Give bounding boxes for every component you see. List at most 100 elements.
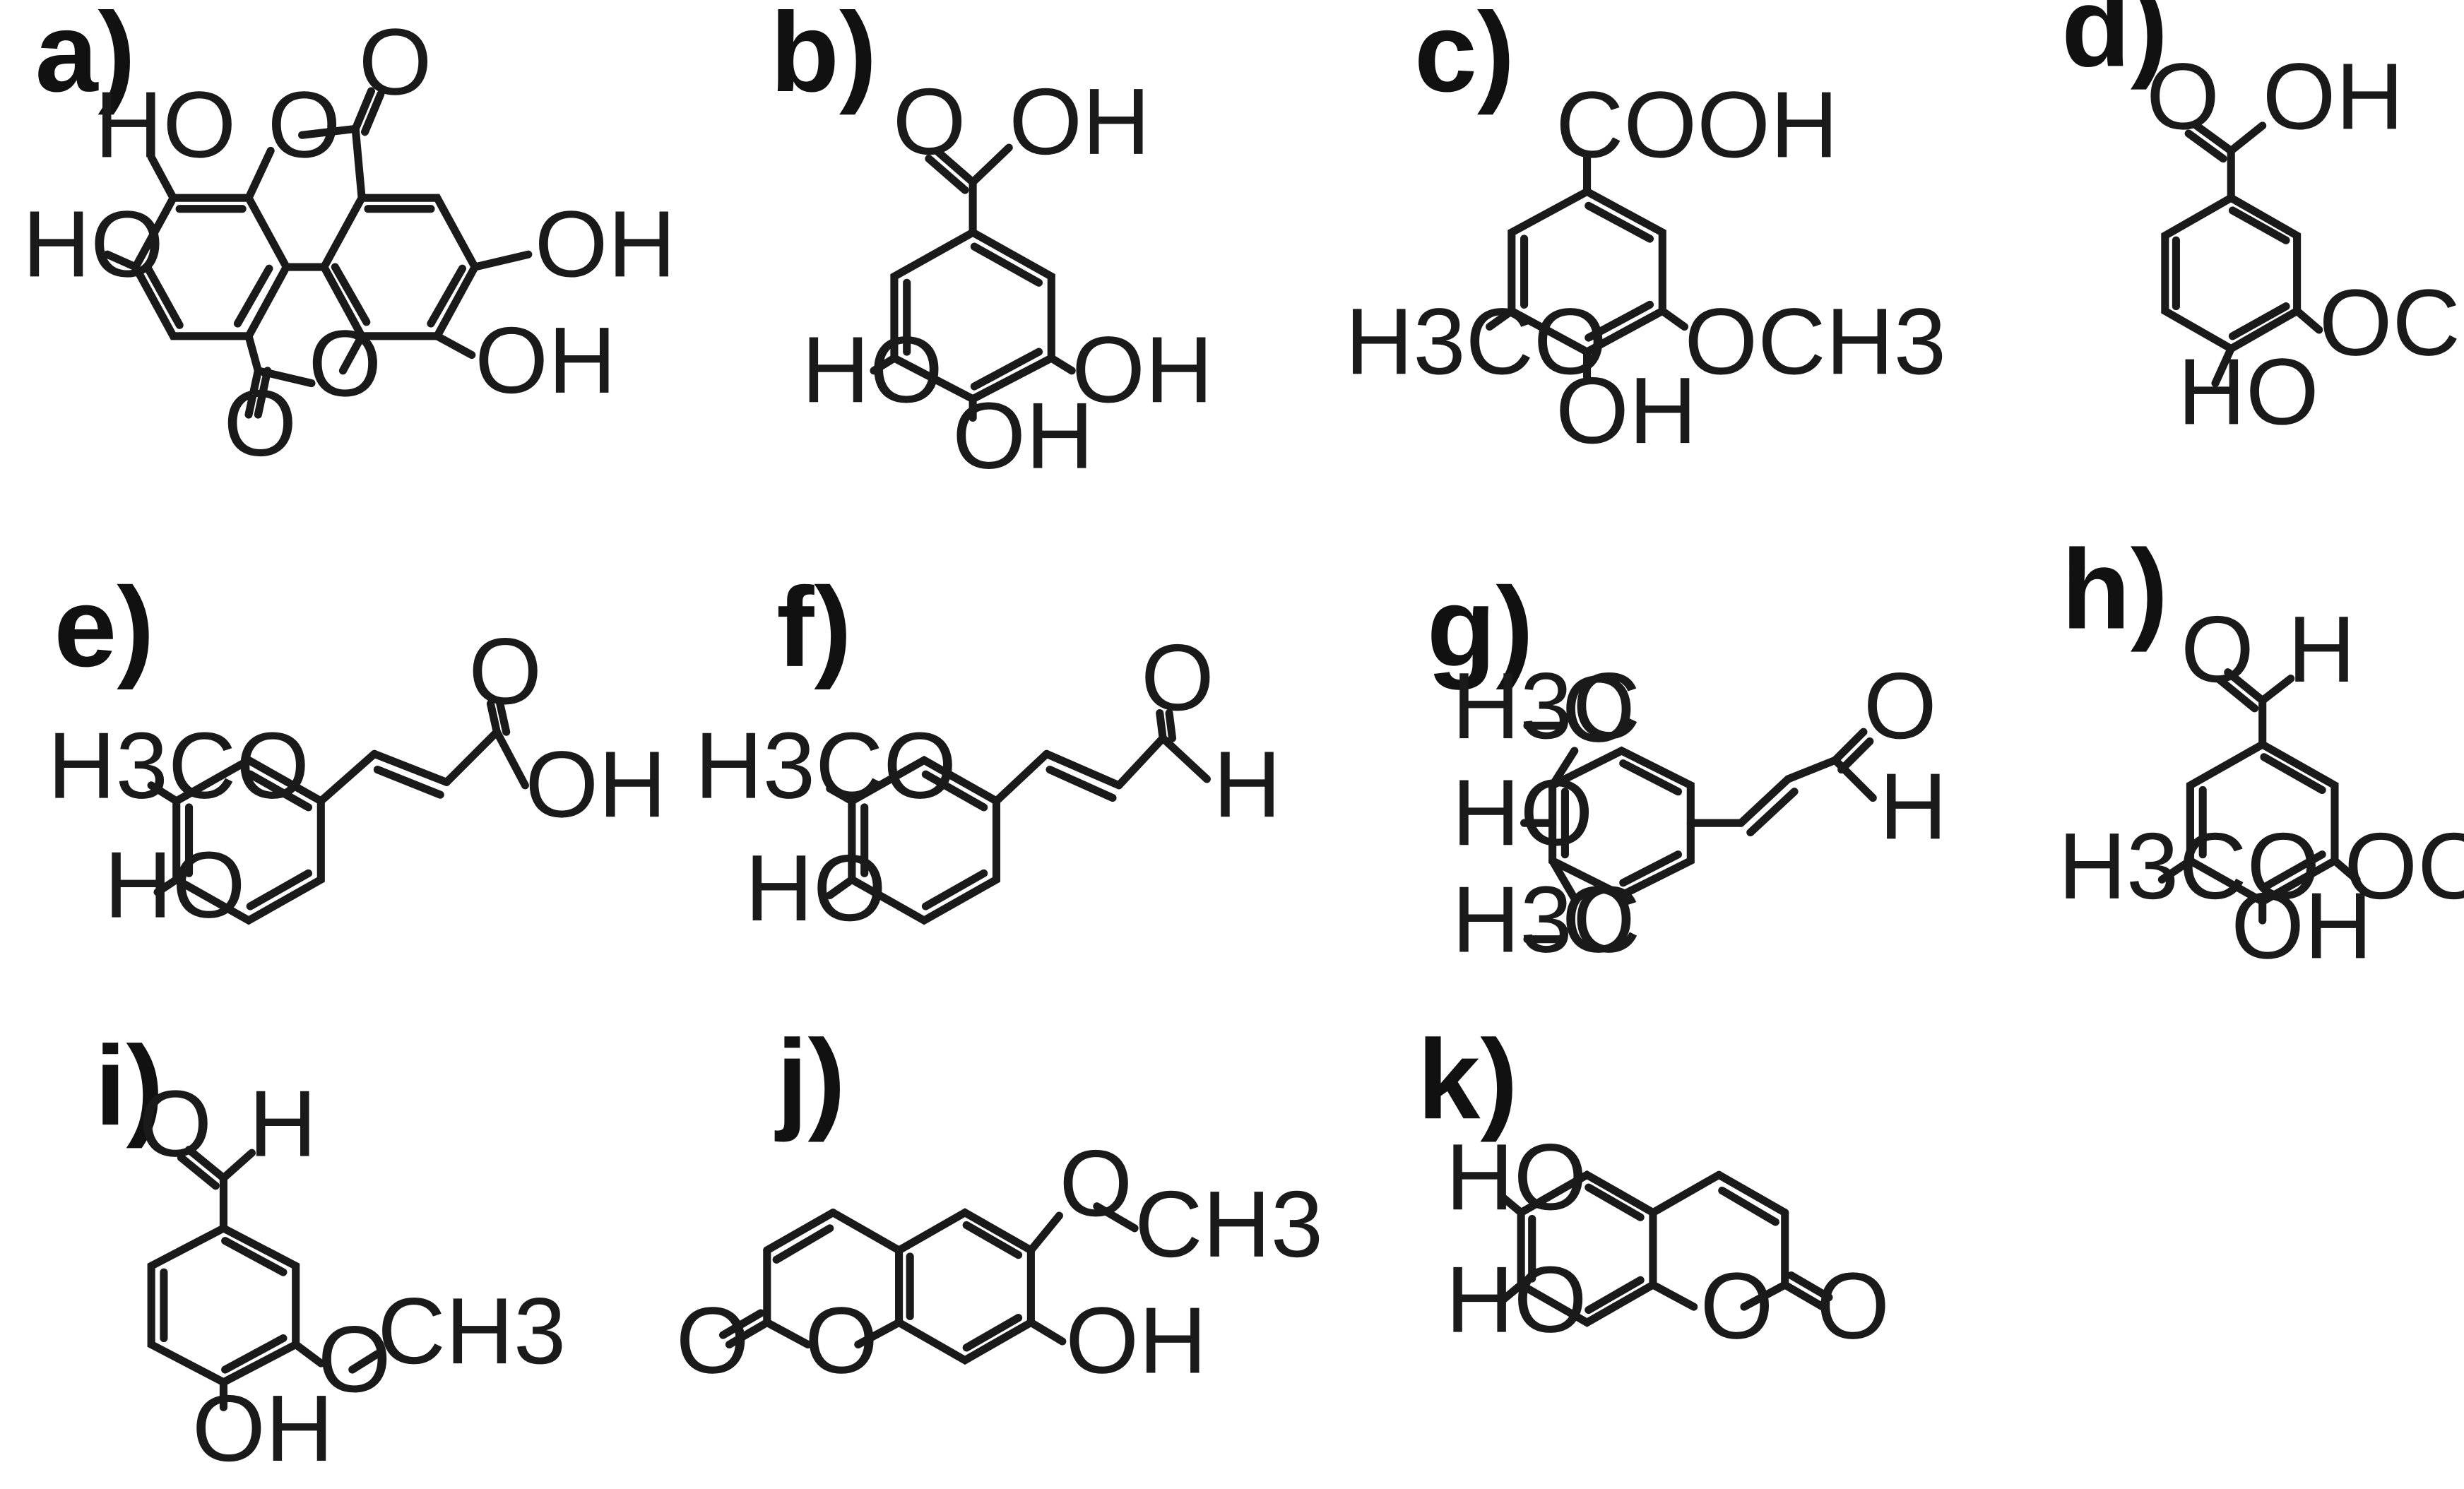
atom-label: HO <box>2178 339 2319 444</box>
atom-label: OCH3 <box>2319 271 2464 376</box>
chemical-bond <box>433 332 476 360</box>
atom-label: HO <box>1445 1247 1587 1353</box>
chemical-bond <box>246 869 313 910</box>
atom-label: CH3 <box>1135 1172 1323 1277</box>
atom-label: HO <box>1445 1125 1587 1230</box>
atom-label: H <box>249 1072 316 1177</box>
chemical-bond <box>1649 1281 1698 1311</box>
atom-label: OH <box>1556 358 1697 463</box>
chemical-bond <box>1831 756 1877 802</box>
chemical-bond <box>2228 206 2290 244</box>
chemical-bond <box>147 1223 300 1387</box>
chemical-bond <box>970 242 1043 287</box>
structure-h: h) O H H3CO OCH3 OH <box>2059 526 2464 978</box>
chemical-bond <box>1115 734 1167 790</box>
chemical-bond <box>2211 345 2235 388</box>
chemical-bond <box>1026 1318 1067 1346</box>
chemical-bond <box>221 1334 288 1374</box>
chemical-bond <box>254 367 272 419</box>
chemical-bond <box>360 90 385 136</box>
atom-label: O <box>468 619 542 724</box>
chemical-bond <box>331 263 371 326</box>
panel-label-h: h) <box>2061 526 2168 652</box>
atom-label: H <box>1879 754 1947 859</box>
atom-label: OCH3 <box>2344 814 2464 919</box>
structure-d: d) O OH OCH3 HO <box>2061 0 2464 444</box>
chemical-bond <box>492 728 529 790</box>
chemical-bond <box>348 1350 381 1374</box>
panel-label-g: g) <box>1427 564 1534 690</box>
chemical-bond <box>1831 728 1868 764</box>
atom-label: HO <box>802 317 943 422</box>
atom-label: CH3 <box>377 1279 566 1384</box>
chemical-bond <box>486 699 501 736</box>
structure-e: e) O H3CO OH HO <box>47 564 666 938</box>
chemical-bond <box>962 1314 1023 1352</box>
chemical-bond <box>1585 201 1654 243</box>
atom-label: HO <box>1452 760 1593 865</box>
chemical-bond <box>1548 856 1579 903</box>
chemical-bond <box>1548 747 1579 790</box>
chemical-bond <box>2161 193 2302 354</box>
atom-label: OH <box>1009 69 1150 174</box>
chemical-bond <box>147 781 181 805</box>
chemical-bond <box>219 1149 256 1182</box>
chemical-bond <box>177 1153 220 1190</box>
chemical-bond <box>1046 766 1117 802</box>
panel-label-c: c) <box>1414 0 1515 115</box>
chemical-bond <box>316 749 379 805</box>
atom-label: HO <box>104 833 245 938</box>
chemical-bond <box>1585 300 1654 342</box>
panel-label-d: d) <box>2061 0 2168 90</box>
atom-label: OH <box>525 732 666 837</box>
chemical-bond <box>153 875 181 896</box>
atom-label: OH <box>1072 317 1213 422</box>
chemical-bond <box>826 784 856 805</box>
atom-label: OH <box>952 384 1094 489</box>
atom-label: H3CO <box>1345 289 1607 394</box>
chemical-bond <box>932 146 977 186</box>
chemical-bond <box>962 1221 1023 1259</box>
atom-label: OH <box>192 1376 333 1481</box>
atom-label: O <box>1562 657 1635 762</box>
chemical-bond <box>1740 1281 1789 1311</box>
atom-label: H3C <box>1452 653 1640 759</box>
structure-c: c) COOH H3CO OCH3 OH <box>1345 0 1946 463</box>
atom-label: O <box>359 9 432 114</box>
chemical-bond <box>144 264 184 329</box>
chemical-bond <box>496 699 511 736</box>
structure-b: b) O OH HO OH OH <box>770 0 1213 489</box>
atom-label: H3CO <box>695 713 957 819</box>
chemical-bond <box>298 124 360 139</box>
atom-label: O <box>893 69 966 174</box>
chemical-bond <box>1486 307 1516 331</box>
chemical-bond <box>718 1309 765 1339</box>
chemical-bond <box>244 146 275 202</box>
chemical-bond <box>1718 1186 1779 1226</box>
atom-label: OCH3 <box>1684 289 1946 394</box>
atom-label: H3CO <box>2059 814 2321 919</box>
chemical-bond <box>1781 1281 1827 1311</box>
chemical-bond <box>351 87 376 133</box>
chemical-bond <box>2293 307 2323 334</box>
chemical-bond <box>1746 788 1799 837</box>
chemical-bond <box>221 1237 288 1276</box>
atom-label: O <box>1562 867 1635 973</box>
structure-k: k) HO HO O O <box>1417 1016 1890 1358</box>
atom-label: H3C <box>1452 867 1640 973</box>
atom-label: COOH <box>1556 72 1838 177</box>
structure-i: i) O H O CH3 OH <box>95 1022 566 1481</box>
chemical-bond <box>1026 1211 1063 1254</box>
chemical-bond <box>725 1318 771 1348</box>
chemical-bond <box>826 875 856 900</box>
chemical-bond <box>2184 129 2227 163</box>
chemical-bond <box>373 766 444 799</box>
structure-f: f) O H3CO H HO <box>695 564 1281 941</box>
chemical-bond <box>2258 675 2295 705</box>
structure-j: j) O CH3 O O OH <box>676 1016 1323 1393</box>
atom-label: O <box>309 311 382 416</box>
chemical-bond <box>2224 668 2267 705</box>
chemical-bond <box>1498 1192 1525 1217</box>
atom-label: O <box>676 1288 750 1393</box>
